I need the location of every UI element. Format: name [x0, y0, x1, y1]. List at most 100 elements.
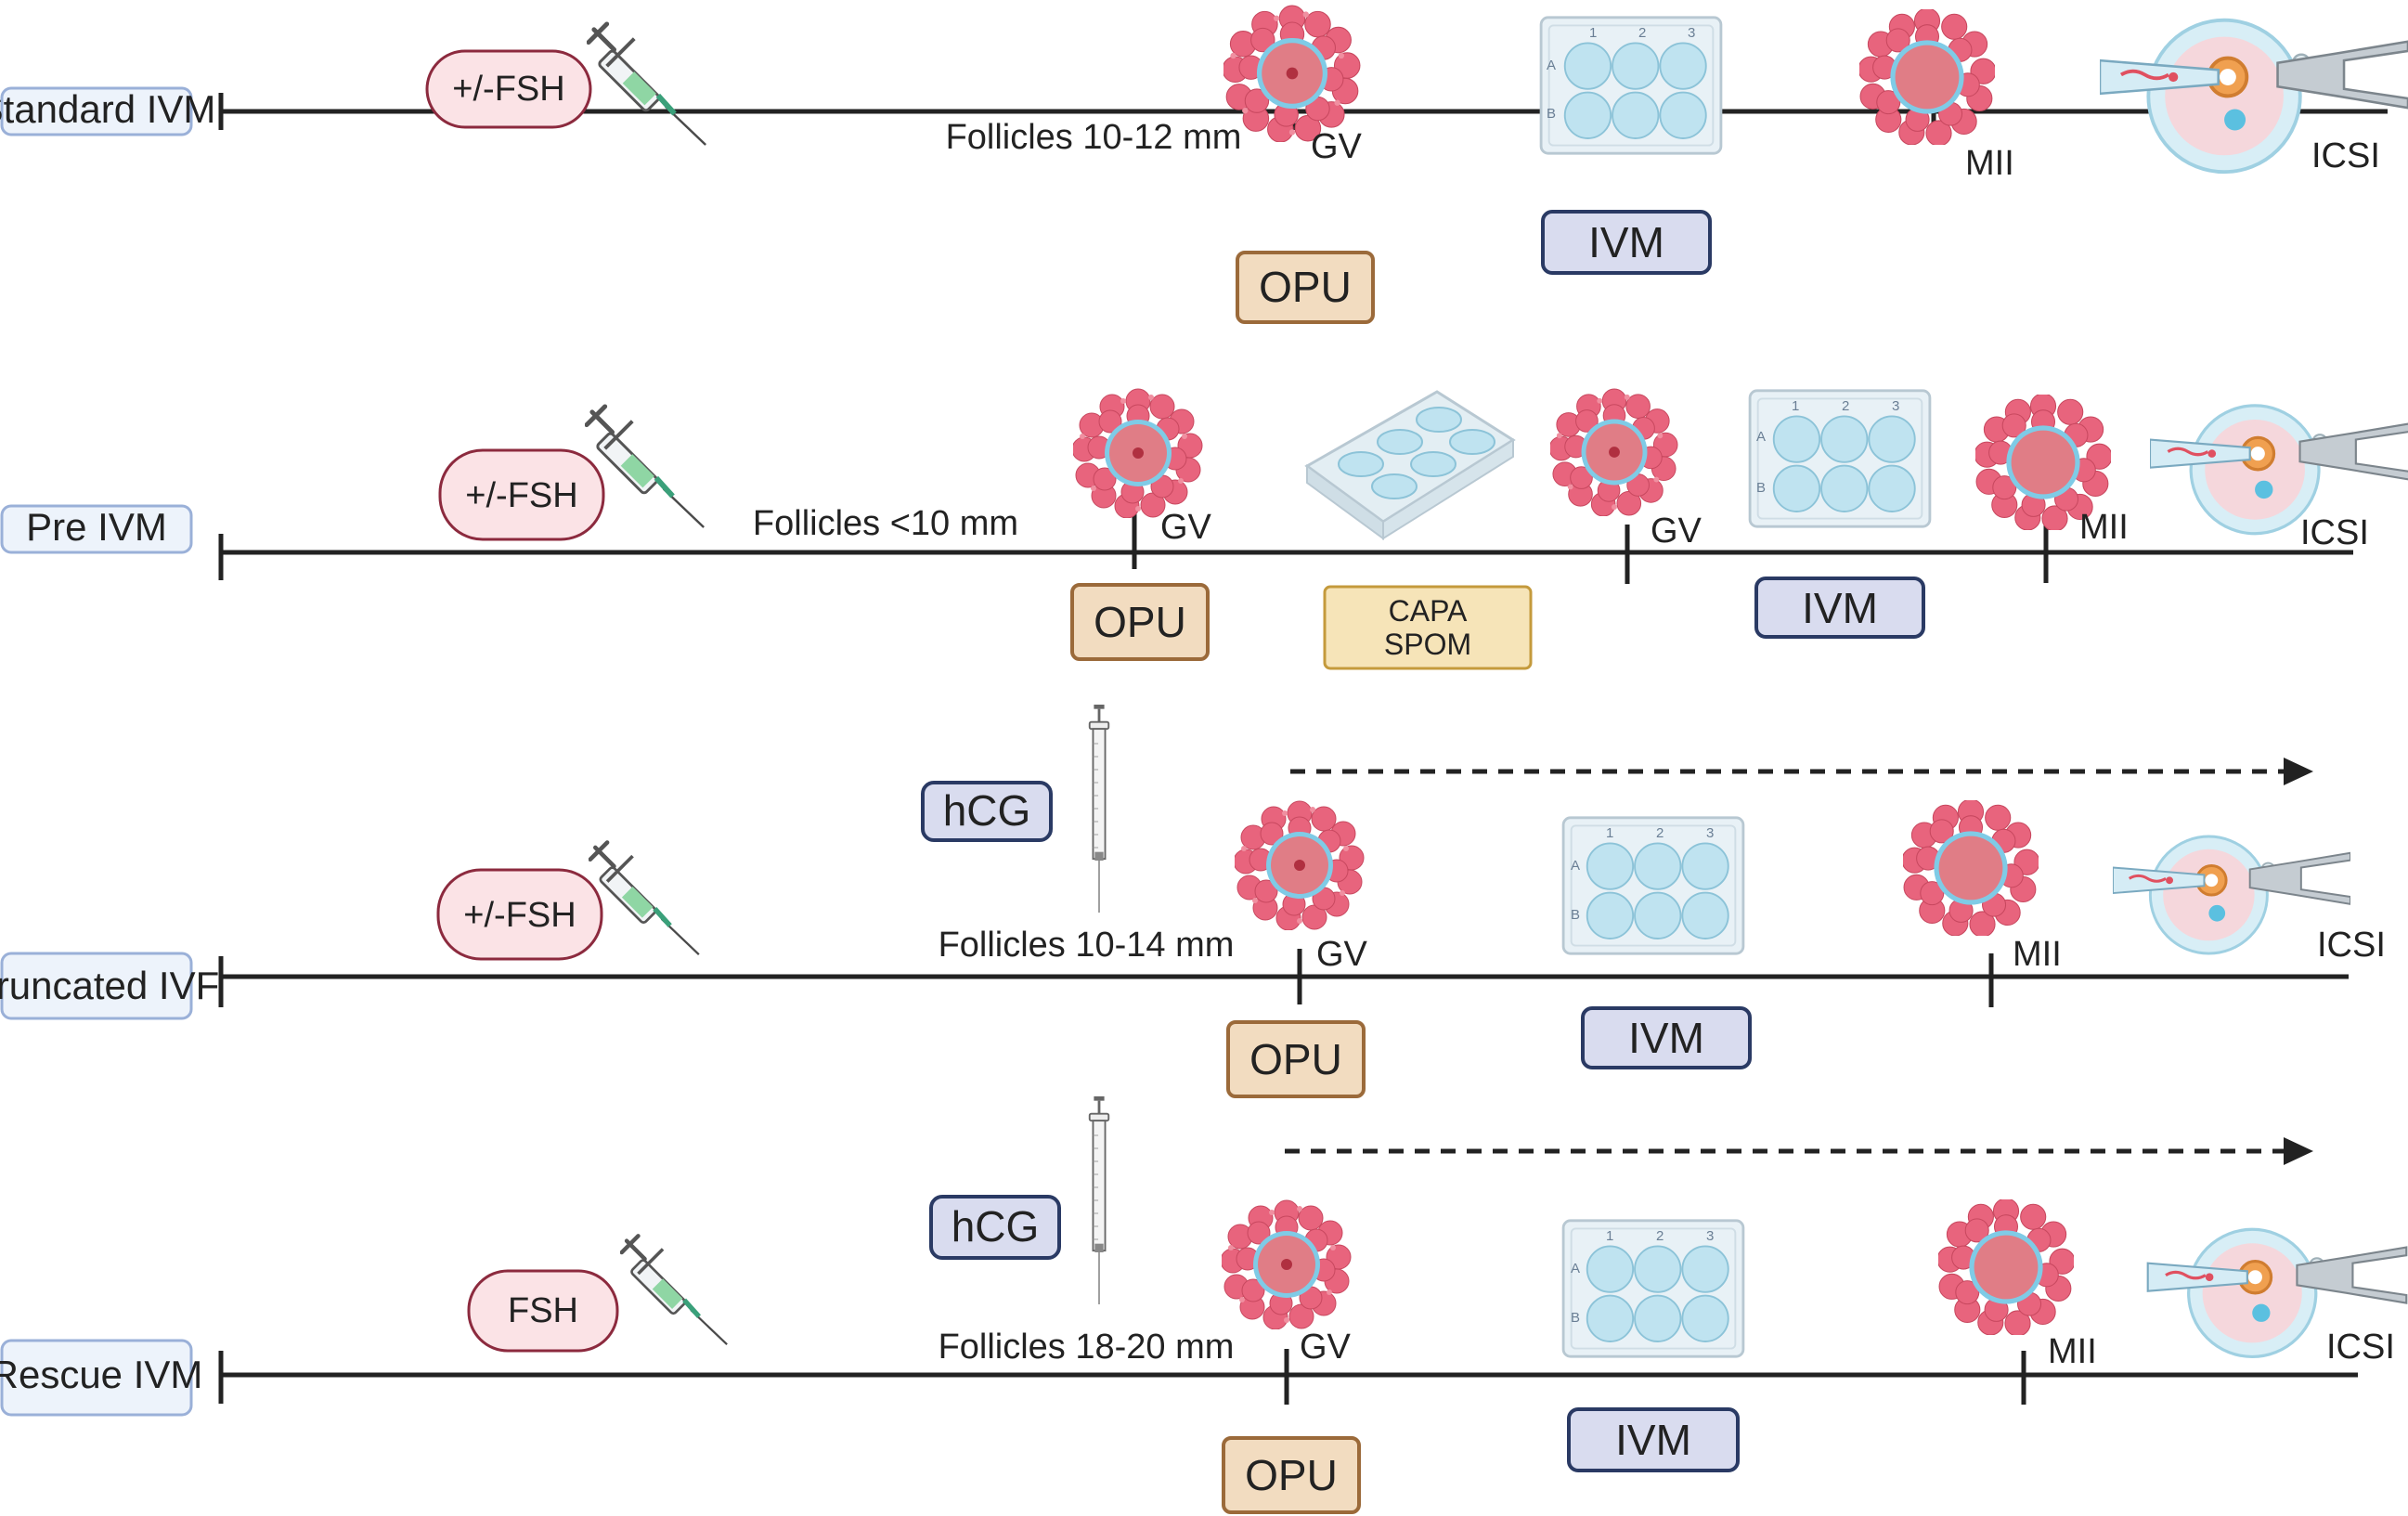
- hcg-syringe-icon: [1088, 1095, 1110, 1306]
- hormone-label: +/-FSH: [465, 476, 577, 515]
- spom-label: SPOM: [1384, 628, 1471, 661]
- oocyte-mii-icon: [1938, 1199, 2074, 1335]
- culture-plate-icon: [1748, 389, 1932, 528]
- syringe-icon: [622, 1236, 727, 1344]
- hormone-label: FSH: [508, 1291, 578, 1330]
- svg-text:A: A: [1571, 858, 1580, 874]
- oocyte-gv-icon: [1235, 800, 1365, 930]
- gv-label: GV: [1160, 508, 1212, 547]
- hcg-label: hCG: [952, 1202, 1040, 1250]
- svg-text:1: 1: [1606, 825, 1613, 841]
- svg-text:B: B: [1756, 480, 1766, 496]
- opu-badge: [1222, 1436, 1361, 1514]
- follicles-label: Follicles 10-12 mm: [946, 118, 1242, 157]
- syringe-icon: [587, 407, 704, 527]
- svg-text:B: B: [1547, 106, 1556, 122]
- row-label: Standard IVM: [0, 87, 215, 131]
- gv-label: GV: [1316, 935, 1368, 974]
- row-pre-ivm: Pre IVM +/-FSH Follicles <10 mm GV GV 1 …: [0, 388, 2408, 670]
- svg-text:A: A: [1756, 429, 1766, 445]
- plate-labels: 1 2 3 A B: [1547, 25, 1695, 122]
- svg-text:3: 3: [1892, 398, 1899, 414]
- hcg-badge: [921, 781, 1053, 842]
- mii-label: MII: [2048, 1332, 2097, 1371]
- timeline: [218, 949, 2349, 1007]
- hcg-badge: [929, 1195, 1061, 1260]
- follicles-label: Follicles 18-20 mm: [939, 1328, 1235, 1367]
- syringe-icon: [589, 24, 706, 145]
- opu-label: OPU: [1249, 1035, 1342, 1083]
- follicles-label: Follicles <10 mm: [753, 504, 1018, 543]
- svg-text:2: 2: [1638, 25, 1646, 41]
- svg-text:1: 1: [1792, 398, 1799, 414]
- row-label-box: [0, 1339, 193, 1417]
- timeline: [218, 513, 2353, 584]
- row-truncated-ivf: Truncated IVF hCG +/-FSH Follicles 10-14…: [0, 703, 2386, 1098]
- icsi-label: ICSI: [2300, 513, 2369, 552]
- row-label: Rescue IVM: [0, 1353, 202, 1396]
- culture-plate-icon: [1561, 1219, 1745, 1358]
- opu-badge: [1226, 1020, 1366, 1098]
- svg-text:3: 3: [1688, 25, 1695, 41]
- hormone-label: +/-FSH: [463, 896, 576, 935]
- svg-text:1: 1: [1606, 1228, 1613, 1244]
- mii-label: MII: [2079, 508, 2129, 547]
- svg-text:2: 2: [1656, 1228, 1664, 1244]
- oocyte-mii-icon: [1859, 9, 1995, 145]
- icsi-icon: [2113, 835, 2350, 955]
- oocyte-gv-icon: [1223, 5, 1361, 142]
- arrowhead: [2284, 1137, 2313, 1165]
- icsi-label: ICSI: [2326, 1328, 2395, 1367]
- ivm-label: IVM: [1802, 584, 1878, 632]
- icsi-label: ICSI: [2317, 926, 2386, 965]
- hormone-badge: [438, 448, 605, 541]
- hormone-badge: [436, 868, 603, 961]
- oocyte-gv-icon: [1550, 388, 1678, 516]
- timeline: [218, 1349, 2358, 1405]
- svg-text:A: A: [1571, 1261, 1580, 1276]
- capa-badge: [1323, 585, 1533, 670]
- row-rescue-ivm: Rescue IVM hCG FSH Follicles 18-20 mm GV…: [0, 1095, 2408, 1514]
- opu-label: OPU: [1259, 263, 1352, 311]
- plate-labels: 1 2 3 A B: [1571, 825, 1714, 923]
- opu-badge: [1236, 251, 1375, 324]
- oocyte-gv-icon: [1073, 388, 1203, 518]
- oocyte-mii-icon: [1903, 800, 2039, 936]
- ivm-label: IVM: [1615, 1416, 1691, 1464]
- icsi-icon: [2150, 404, 2408, 536]
- row-label-box: [0, 86, 193, 136]
- svg-text:2: 2: [1842, 398, 1849, 414]
- culture-plate-icon: [1305, 390, 1515, 540]
- opu-label: OPU: [1094, 598, 1186, 646]
- mii-label: MII: [1965, 144, 2014, 183]
- gv2-label: GV: [1651, 512, 1702, 551]
- opu-label: OPU: [1245, 1451, 1338, 1499]
- gv-label: GV: [1300, 1328, 1352, 1367]
- row-label: Truncated IVF: [0, 964, 219, 1007]
- row-standard-ivm: Standard IVM +/-FSH Follicles 10-12 mm G…: [0, 5, 2408, 324]
- culture-plate-icon: [1561, 816, 1745, 955]
- plate-labels: 1 2 3 A B: [1756, 398, 1899, 496]
- hcg-label: hCG: [943, 786, 1031, 835]
- row-label-box: [0, 952, 193, 1020]
- follicles-label: Follicles 10-14 mm: [939, 926, 1235, 965]
- row-label-box: [0, 504, 193, 554]
- ivm-label: IVM: [1588, 218, 1664, 266]
- ivm-badge: [1581, 1006, 1752, 1069]
- opu-badge: [1070, 583, 1210, 661]
- svg-text:2: 2: [1656, 825, 1664, 841]
- oocyte-gv-icon: [1222, 1199, 1352, 1329]
- arrowhead: [2284, 758, 2313, 785]
- svg-text:3: 3: [1706, 825, 1714, 841]
- plate-labels: 1 2 3 A B: [1571, 1228, 1714, 1326]
- svg-text:1: 1: [1589, 25, 1597, 41]
- hormone-badge: [467, 1269, 619, 1353]
- hcg-syringe-icon: [1088, 703, 1110, 914]
- gv-label: GV: [1311, 127, 1363, 166]
- capa-label: CAPA: [1389, 594, 1468, 628]
- syringe-icon: [590, 842, 699, 954]
- mii-label: MII: [2013, 935, 2062, 974]
- ivm-badge: [1754, 577, 1925, 639]
- svg-text:B: B: [1571, 907, 1580, 923]
